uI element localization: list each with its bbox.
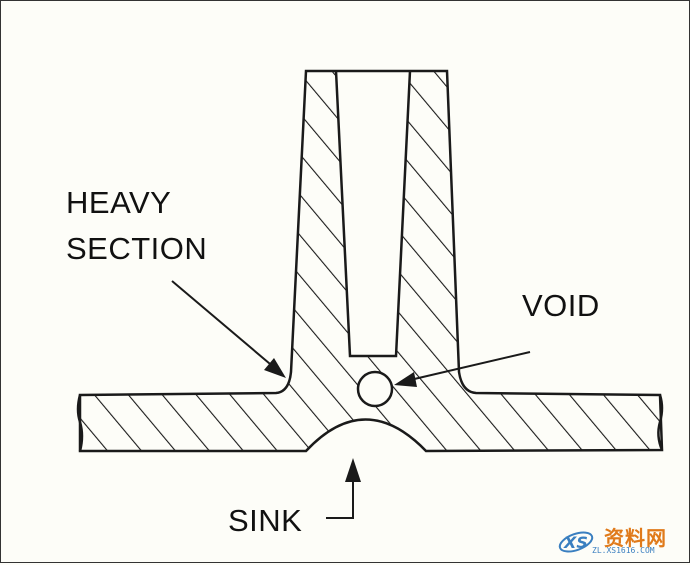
section-outline	[78, 69, 664, 453]
svg-text:XS: XS	[563, 533, 588, 552]
watermark-url: ZL.XS1616.COM	[592, 546, 655, 555]
sink-label: SINK	[228, 503, 303, 538]
void-circle	[356, 370, 394, 408]
void-label: VOID	[522, 288, 600, 323]
heavy-section-label-line1: HEAVY	[66, 185, 172, 220]
heavy-section-arrow	[171, 280, 286, 378]
cavity-outline	[334, 70, 412, 358]
void-arrow	[394, 351, 531, 387]
heavy-section-label-line2: SECTION	[66, 231, 208, 266]
watermark-text: 资料网	[604, 526, 667, 550]
xs-logo-icon: XS	[558, 531, 594, 553]
inner-cavity	[336, 71, 410, 356]
watermark-logo: XS 资料网 ZL.XS1616.COM	[556, 520, 686, 560]
sink-arrow	[326, 458, 361, 519]
